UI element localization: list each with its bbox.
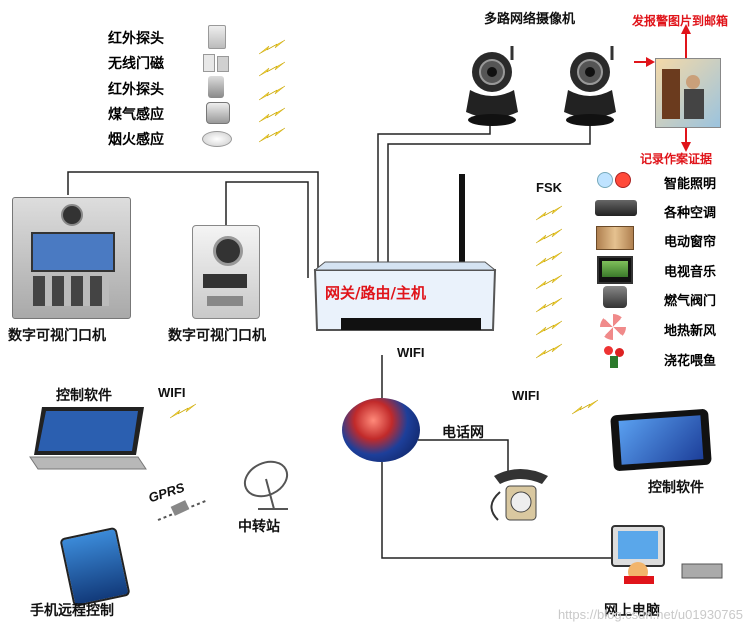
sensor-label: 煤气感应 xyxy=(108,107,164,123)
sensor-label: 红外探头 xyxy=(108,82,164,98)
gas-sensor-icon xyxy=(206,102,230,124)
wireless-signal-icon xyxy=(535,320,563,336)
phone-network-label: 电话网 xyxy=(442,425,484,441)
wireless-signal-icon xyxy=(571,399,599,415)
fan-icon xyxy=(600,314,626,340)
tablet-wifi-label: WIFI xyxy=(512,388,540,403)
device-label: 电动窗帘 xyxy=(664,235,717,250)
wireless-signal-icon xyxy=(535,297,563,313)
wireless-signal-icon xyxy=(535,343,563,359)
sensor-label: 无线门磁 xyxy=(108,56,164,72)
router-wifi-label: WIFI xyxy=(397,345,425,360)
wireless-signal-icon xyxy=(258,85,286,101)
door-magnet-icon xyxy=(203,52,231,72)
telephone-icon xyxy=(490,469,548,521)
wireless-signal-icon xyxy=(535,251,563,267)
door-phone-device xyxy=(192,225,260,319)
infrared-probe-icon xyxy=(208,76,224,98)
light-bulb-icon xyxy=(595,170,633,190)
ip-camera-icon xyxy=(466,46,616,126)
router-device xyxy=(313,174,497,331)
laptop-icon xyxy=(29,407,147,470)
smoke-detector-icon xyxy=(202,131,232,147)
wireless-signal-icon xyxy=(535,228,563,244)
fsk-label: FSK xyxy=(536,180,562,195)
door-phone-device xyxy=(12,197,131,319)
device-label: 浇花喂鱼 xyxy=(664,354,717,369)
tv-icon xyxy=(597,256,633,284)
curtain-icon xyxy=(596,226,634,250)
desktop-pc-icon xyxy=(611,525,723,584)
satellite-dish-icon xyxy=(243,460,289,510)
sensor-label: 红外探头 xyxy=(108,31,164,47)
laptop-wifi-label: WIFI xyxy=(158,385,186,400)
watermark: https://blog.csdn.net/u01930765 xyxy=(557,607,743,622)
sensor-label: 烟火感应 xyxy=(108,132,164,148)
tablet-label: 控制软件 xyxy=(648,480,704,496)
control-software-label: 控制软件 xyxy=(56,388,112,404)
router-label: 网关/路由/主机 xyxy=(325,284,426,302)
door-phone-label: 数字可视门口机 xyxy=(168,328,266,344)
door-phone-label: 数字可视门口机 xyxy=(8,328,106,344)
wireless-signal-icon xyxy=(258,61,286,77)
alarm-send-label: 发报警图片到邮箱 xyxy=(632,14,729,28)
tablet-icon xyxy=(610,408,712,472)
cameras-title: 多路网络摄像机 xyxy=(484,12,576,27)
device-label: 各种空调 xyxy=(664,206,717,221)
pc-label: 网上电脑 xyxy=(604,603,660,619)
device-label: 地热新风 xyxy=(664,324,717,339)
air-conditioner-icon xyxy=(595,200,637,216)
wireless-signal-icon xyxy=(258,107,286,123)
device-label: 燃气阀门 xyxy=(664,294,717,309)
wireless-signal-icon xyxy=(169,403,197,419)
flower-icon xyxy=(600,344,628,370)
wireless-signal-icon xyxy=(258,127,286,143)
mobile-label: 手机远程控制 xyxy=(30,603,114,619)
gas-valve-icon xyxy=(603,286,627,308)
device-label: 电视音乐 xyxy=(664,265,717,280)
alarm-record-label: 记录作案证据 xyxy=(640,152,713,166)
relay-station-label: 中转站 xyxy=(238,519,280,535)
internet-globe-icon xyxy=(342,398,420,462)
wireless-signal-icon xyxy=(535,205,563,221)
infrared-sensor-icon xyxy=(208,25,226,49)
device-label: 智能照明 xyxy=(664,177,717,192)
burglary-photo xyxy=(655,58,721,128)
wireless-signal-icon xyxy=(535,274,563,290)
wireless-signal-icon xyxy=(258,39,286,55)
